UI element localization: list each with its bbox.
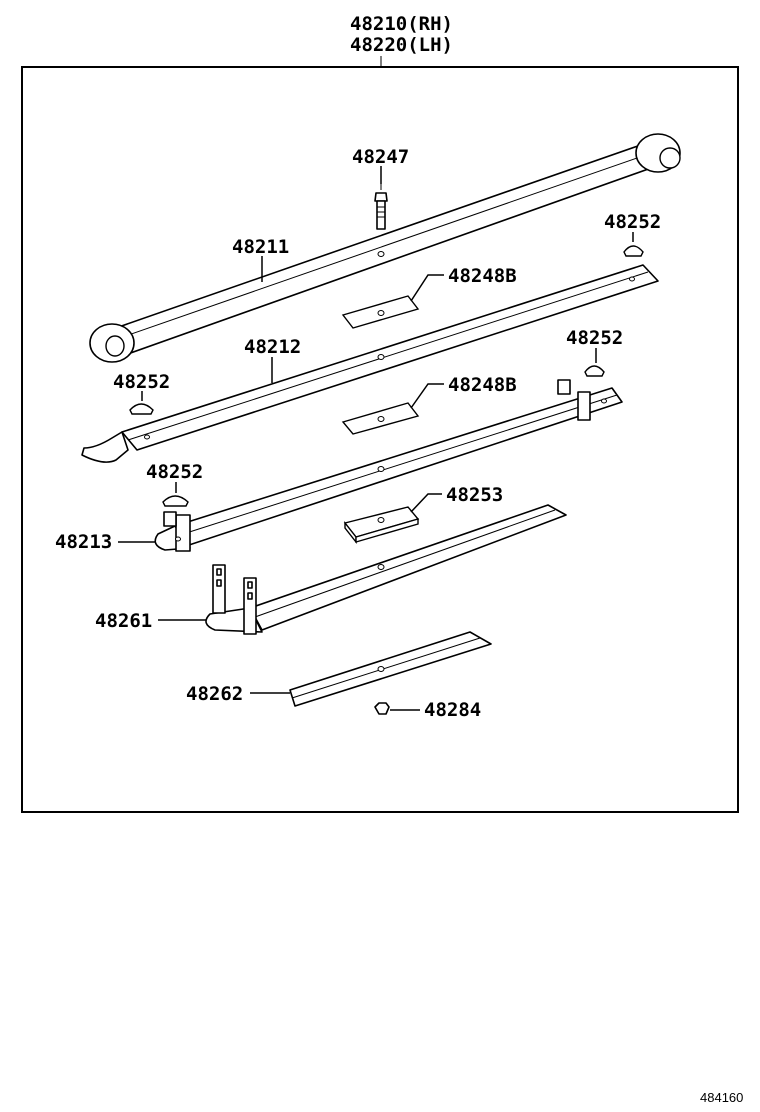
label-insert-2[interactable]: 48248B: [448, 374, 517, 396]
leader-insert-2: [410, 383, 444, 409]
diagram-frame: [21, 66, 739, 813]
label-leaf-3[interactable]: 48213: [55, 531, 112, 553]
diagram-id: 484160: [700, 1090, 743, 1105]
leaf-spring-3[interactable]: [154, 379, 623, 552]
label-leaf-4[interactable]: 48261: [95, 610, 152, 632]
label-leaf-2[interactable]: 48212: [244, 336, 301, 358]
label-bumper-1[interactable]: 48252: [604, 211, 661, 233]
label-insert-1[interactable]: 48248B: [448, 265, 517, 287]
leaf-spring-5[interactable]: [289, 631, 492, 707]
assembly-rh-label[interactable]: 48210(RH): [350, 13, 453, 35]
leader-insert-1: [410, 274, 444, 302]
leaf-spring-4[interactable]: [205, 504, 567, 635]
bumper-pad-3[interactable]: [584, 365, 605, 377]
label-bumper-4[interactable]: 48252: [146, 461, 203, 483]
leaf-spring-2[interactable]: [81, 264, 659, 463]
assembly-lh-label[interactable]: 48220(LH): [350, 34, 453, 56]
label-nut[interactable]: 48284: [424, 699, 481, 721]
spacer-block[interactable]: [343, 506, 420, 545]
leader-spacer: [410, 493, 442, 513]
nut[interactable]: [374, 702, 390, 715]
bumper-pad-1[interactable]: [623, 245, 644, 257]
label-spacer[interactable]: 48253: [446, 484, 503, 506]
label-bolt[interactable]: 48247: [352, 146, 409, 168]
bumper-pad-2[interactable]: [129, 403, 154, 415]
leaf-spring-1[interactable]: [89, 133, 681, 363]
center-bolt[interactable]: [374, 172, 388, 230]
label-leaf-1[interactable]: 48211: [232, 236, 289, 258]
label-leaf-5[interactable]: 48262: [186, 683, 243, 705]
bumper-pad-4[interactable]: [162, 495, 189, 507]
label-bumper-2[interactable]: 48252: [113, 371, 170, 393]
label-bumper-3[interactable]: 48252: [566, 327, 623, 349]
